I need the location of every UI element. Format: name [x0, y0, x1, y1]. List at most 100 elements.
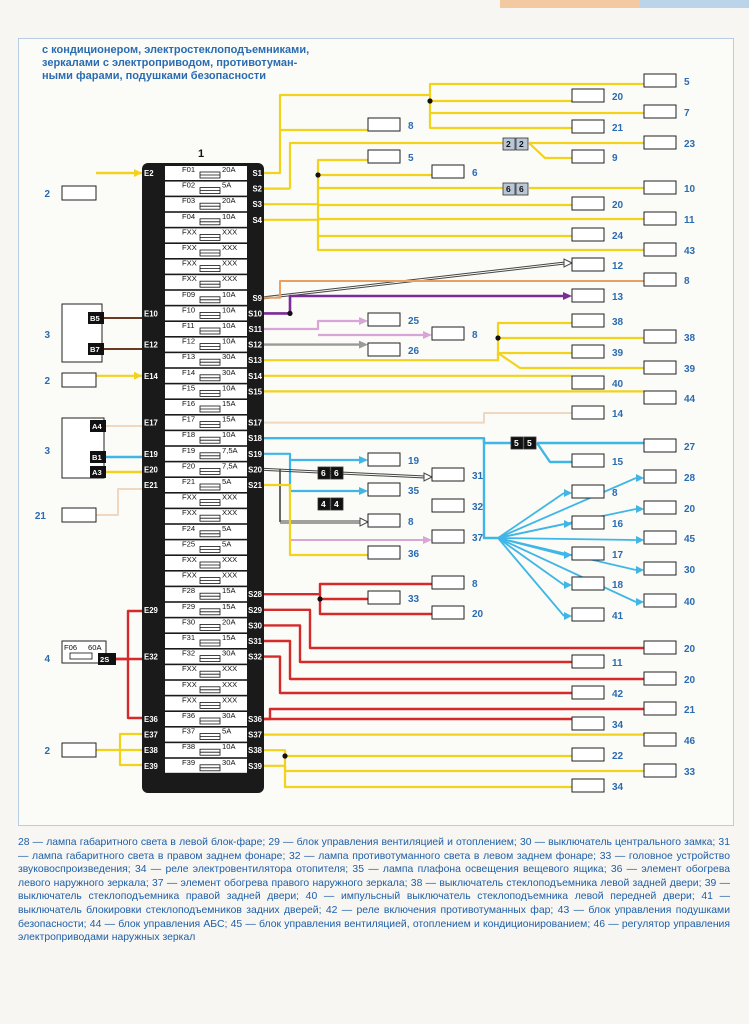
wire [497, 523, 565, 539]
wire [263, 467, 426, 477]
component-box [367, 590, 401, 605]
component-box [571, 716, 605, 731]
wire [263, 261, 566, 298]
wire [264, 203, 572, 221]
pin-label: E37 [144, 731, 158, 740]
arrow-head [564, 581, 572, 589]
component-box [571, 546, 605, 561]
component-number: 10 [684, 184, 696, 195]
fuse-rating: 30A [222, 368, 236, 377]
fuse-rating: 7,5A [222, 461, 239, 470]
component-number: 38 [684, 333, 696, 344]
component-number: 38 [612, 317, 624, 328]
component-box [431, 605, 465, 620]
component-number: 41 [612, 611, 624, 622]
wire [536, 442, 572, 464]
component-box [643, 360, 677, 375]
pin-label: E19 [144, 450, 159, 459]
component-number: 44 [684, 394, 696, 405]
component-box [571, 119, 605, 134]
wire [264, 483, 368, 557]
wire [118, 750, 142, 767]
component-box [571, 227, 605, 242]
connector-label: 5 [527, 438, 532, 448]
wire [264, 624, 572, 664]
arrow-head [636, 598, 644, 606]
device-number: 2 [44, 189, 50, 200]
connector-label: 2 [519, 139, 524, 149]
component-box [643, 438, 677, 453]
fuse-name: F04 [182, 212, 195, 221]
component-number: 15 [612, 457, 624, 468]
connector-pin [88, 343, 104, 355]
inline-connector [317, 466, 331, 480]
fuse-rating: XXX [222, 680, 237, 689]
component-box [571, 196, 605, 211]
component-box [643, 732, 677, 747]
pin-label: S14 [248, 372, 263, 381]
connector-pin [90, 466, 106, 478]
component-number: 8 [472, 579, 478, 590]
fuse-name: F38 [182, 742, 195, 751]
component-box [571, 88, 605, 103]
fuse-rating: 10A [222, 305, 236, 314]
arrow-head [423, 331, 432, 339]
fuse-rating: 7,5A [222, 446, 239, 455]
fuse-rating: XXX [222, 695, 237, 704]
component-box [571, 257, 605, 272]
component-number: 21 [612, 123, 624, 134]
wire [263, 469, 426, 479]
component-box [643, 390, 677, 405]
inline-connector [515, 182, 529, 196]
wire [264, 639, 644, 681]
pin-label: S15 [248, 387, 263, 396]
component-box [643, 104, 677, 119]
component-box [643, 180, 677, 195]
component-box [571, 654, 605, 669]
component-number: 28 [684, 473, 696, 484]
component-number: 8 [612, 488, 618, 499]
fuse-name: F25 [182, 539, 195, 548]
component-number: 27 [684, 442, 696, 453]
arrow-head [359, 317, 368, 325]
inline-connector [502, 137, 516, 151]
connector-label: A4 [92, 422, 102, 431]
component-box [431, 575, 465, 590]
component-number: 25 [408, 316, 420, 327]
pin-label: E36 [144, 715, 159, 724]
pin-label: S19 [248, 450, 263, 459]
connector-label: A3 [92, 468, 102, 477]
connector-pin [88, 312, 104, 324]
wire [497, 492, 565, 539]
fuse-name: F11 [182, 321, 195, 330]
wire [482, 438, 498, 540]
component-box [643, 469, 677, 484]
pin-label: S18 [248, 434, 263, 443]
fuse-rating: 10A [222, 321, 236, 330]
fuse-rating: 15A [222, 586, 236, 595]
pin-label: S29 [248, 606, 263, 615]
component-box [643, 530, 677, 545]
fuse-name: F17 [182, 415, 195, 424]
connector-pin [90, 451, 106, 463]
component-number: 31 [472, 471, 484, 482]
connector-label: 2 [506, 139, 511, 149]
wire [264, 764, 572, 789]
wire [264, 319, 360, 331]
wire [264, 158, 368, 206]
connector-pin [90, 420, 106, 432]
arrow-head [359, 456, 368, 464]
pin-label: E2 [144, 169, 154, 178]
junction-dot [427, 98, 433, 104]
component-box [643, 561, 677, 576]
component-box [643, 671, 677, 686]
component-number: 39 [684, 364, 696, 375]
component-number: 9 [612, 153, 618, 164]
corner-tab-orange [500, 0, 640, 8]
fuse-name: F12 [182, 337, 195, 346]
wire [264, 437, 511, 445]
pin-label: S32 [248, 653, 263, 662]
wire [264, 321, 572, 362]
device-number: 2 [44, 746, 50, 757]
